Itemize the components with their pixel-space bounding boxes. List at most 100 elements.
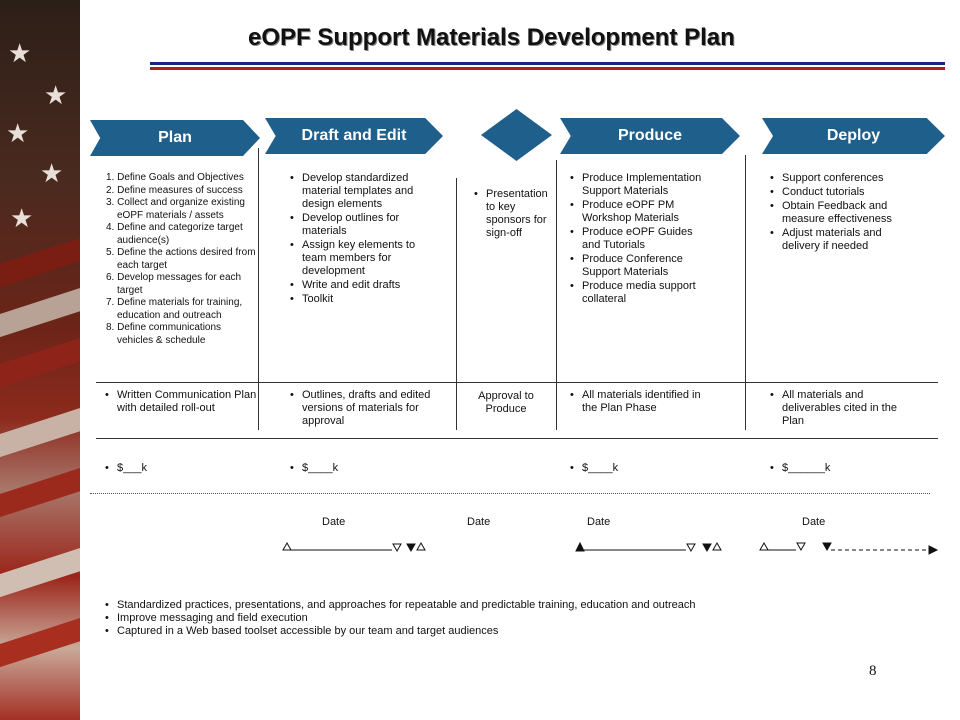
phase-deploy: Deploy xyxy=(762,118,945,154)
plan-step: 4. Define and categorize target audience… xyxy=(106,222,243,246)
draft-item: Develop standardized material templates … xyxy=(288,172,438,211)
milestone-open-down-icon xyxy=(686,543,696,553)
plan-step: 1. Define Goals and Objectives xyxy=(106,172,244,183)
flag-stripe xyxy=(0,283,80,339)
approval-deliverable-text: Approval to Produce xyxy=(478,390,534,415)
draft-cost-text: $____k xyxy=(288,462,438,475)
star-icon: ★ xyxy=(40,158,64,188)
deploy-item: Obtain Feedback and measure effectivenes… xyxy=(768,200,918,226)
date-label: Date xyxy=(322,516,346,528)
plan-step: 8. Define communications vehicles & sche… xyxy=(106,322,222,346)
produce-item: Produce Conference Support Materials xyxy=(568,253,708,279)
plan-step: 5. Define the actions desired from each … xyxy=(106,247,256,271)
date-label: Date xyxy=(802,516,826,528)
flag-decoration: ★ ★ ★ ★ ★ xyxy=(0,0,80,720)
draft-items: Develop standardized material templates … xyxy=(288,172,438,307)
draft-deliverable-text: Outlines, drafts and edited versions of … xyxy=(288,389,438,428)
timeline-deploy xyxy=(759,541,939,555)
produce-deliverable: All materials identified in the Plan Pha… xyxy=(568,389,713,416)
produce-cost: $____k xyxy=(568,462,708,476)
deploy-item: Adjust materials and delivery if needed xyxy=(768,227,918,253)
milestone-open-icon xyxy=(712,541,722,551)
date-label: Date xyxy=(587,516,611,528)
approval-item: Presentation to key sponsors for sign-of… xyxy=(472,188,558,240)
draft-cost: $____k xyxy=(288,462,438,476)
phase-plan-label: Plan xyxy=(158,129,192,146)
star-icon: ★ xyxy=(10,203,34,233)
draft-item: Develop outlines for materials xyxy=(288,212,438,238)
star-icon: ★ xyxy=(8,38,32,68)
column-divider xyxy=(745,155,746,430)
plan-cost-text: $___k xyxy=(103,462,253,475)
approval-deliverable: Approval to Produce xyxy=(462,390,550,416)
draft-deliverable: Outlines, drafts and edited versions of … xyxy=(288,389,438,429)
deploy-deliverable-text: All materials and deliverables cited in … xyxy=(768,389,918,428)
plan-step: 6. Develop messages for each target xyxy=(106,272,242,296)
row-divider xyxy=(96,438,938,439)
page-number: 8 xyxy=(869,663,877,679)
flag-stripe xyxy=(0,403,80,459)
milestone-filled-icon xyxy=(575,541,585,552)
title-rule-red xyxy=(150,67,945,70)
star-icon: ★ xyxy=(44,80,68,110)
phase-draft-label: Draft and Edit xyxy=(301,127,407,144)
date-label: Date xyxy=(467,516,491,528)
plan-step: 2. Define measures of success xyxy=(106,184,243,196)
plan-step: 3. Collect and organize existing eOPF ma… xyxy=(106,197,245,221)
deploy-item: Support conferences xyxy=(768,172,918,185)
approval-items: Presentation to key sponsors for sign-of… xyxy=(472,188,558,241)
flag-stripe xyxy=(0,543,80,599)
milestone-open-icon xyxy=(416,541,426,551)
page-title: eOPF Support Materials Development Plan xyxy=(248,24,735,51)
plan-steps: 1. Define Goals and Objectives 2. Define… xyxy=(106,172,258,347)
produce-item: Produce eOPF Guides and Tutorials xyxy=(568,226,708,252)
produce-item: Produce Implementation Support Materials xyxy=(568,172,708,198)
phase-produce-label: Produce xyxy=(617,127,682,144)
flag-stripe xyxy=(0,233,80,289)
plan-deliverable-text: Written Communication Plan with detailed… xyxy=(103,389,259,415)
phase-draft-and-edit: Draft and Edit xyxy=(265,118,443,154)
timeline-produce xyxy=(575,541,722,553)
deploy-deliverable: All materials and deliverables cited in … xyxy=(768,389,918,429)
milestone-open-down-icon xyxy=(796,542,806,552)
row-divider xyxy=(96,382,938,383)
phase-produce: Produce xyxy=(560,118,740,154)
plan-cost: $___k xyxy=(103,462,253,476)
deploy-item: Conduct tutorials xyxy=(768,186,918,199)
arrow-right-icon xyxy=(928,545,939,555)
flag-stripe xyxy=(0,613,80,669)
deploy-items: Support conferences Conduct tutorials Ob… xyxy=(768,172,918,254)
phase-deploy-label: Deploy xyxy=(826,127,881,144)
column-divider xyxy=(258,148,259,430)
column-divider xyxy=(456,178,457,430)
plan-step: 7. Define materials for training, educat… xyxy=(106,297,243,321)
flag-stripe xyxy=(0,463,80,519)
milestone-filled-down-icon xyxy=(822,542,832,552)
approval-diamond xyxy=(481,109,552,161)
draft-item: Assign key elements to team members for … xyxy=(288,239,438,278)
draft-item: Toolkit xyxy=(288,293,438,306)
produce-items: Produce Implementation Support Materials… xyxy=(568,172,708,307)
outcomes-list: Standardized practices, presentations, a… xyxy=(103,599,696,638)
outcome-item: Standardized practices, presentations, a… xyxy=(103,599,696,612)
star-icon: ★ xyxy=(6,118,30,148)
outcome-item: Captured in a Web based toolset accessib… xyxy=(103,625,696,638)
milestone-filled-down-icon xyxy=(702,543,712,553)
draft-item: Write and edit drafts xyxy=(288,279,438,292)
title-rule-blue xyxy=(150,62,945,65)
milestone-open-icon xyxy=(759,541,769,551)
milestone-open-icon xyxy=(282,541,292,551)
dotted-divider xyxy=(90,493,930,494)
deploy-cost: $______k xyxy=(768,462,918,476)
column-divider xyxy=(556,160,557,430)
flag-stripe xyxy=(0,333,80,389)
outcome-item: Improve messaging and field execution xyxy=(103,612,696,625)
timeline-plan xyxy=(282,541,426,553)
produce-item: Produce eOPF PM Workshop Materials xyxy=(568,199,708,225)
phase-plan: Plan xyxy=(90,120,260,156)
milestone-filled-down-icon xyxy=(406,543,416,553)
produce-item: Produce media support collateral xyxy=(568,280,708,306)
milestone-open-down-icon xyxy=(392,543,402,553)
plan-deliverable: Written Communication Plan with detailed… xyxy=(103,389,259,416)
produce-deliverable-text: All materials identified in the Plan Pha… xyxy=(568,389,713,415)
